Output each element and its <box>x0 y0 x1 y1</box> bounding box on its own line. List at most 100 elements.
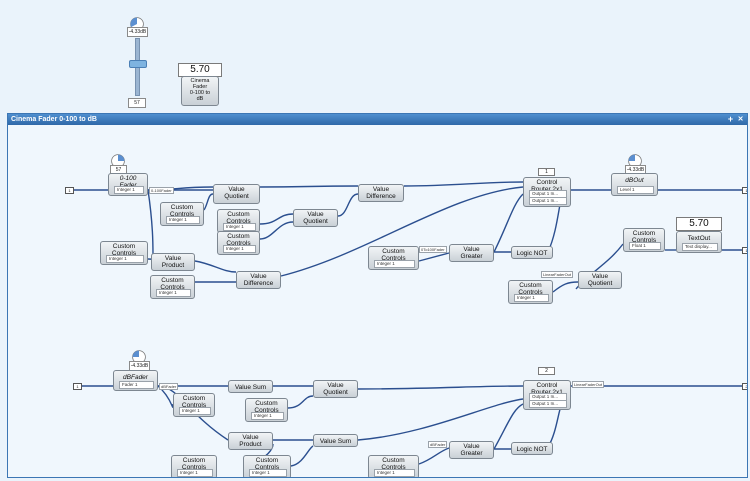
value-difference-1[interactable]: Value Difference <box>358 184 404 202</box>
custom-controls-12[interactable]: Custom Controls Integer 1 <box>243 455 291 477</box>
router-port-2: Output 1 In... <box>529 197 567 205</box>
output-pin-3[interactable]: 2 <box>742 383 747 390</box>
fader-value: 57 <box>128 98 146 108</box>
custom-controls-5[interactable]: Custom Controls Integer 1 <box>150 275 195 299</box>
custom-controls-4[interactable]: Custom Controls Integer 1 <box>100 241 148 265</box>
dbfader-block[interactable]: dBFader Fader 1 <box>113 370 158 391</box>
cinema-fader-block[interactable]: Cinema Fader 0-100 to dB <box>181 76 219 106</box>
block-port: Integer 1 <box>249 469 287 477</box>
block-port: Integer 1 <box>251 412 284 420</box>
dbfader-out-tag: dBFader <box>159 383 179 390</box>
custom-controls-11[interactable]: Custom Controls Integer 1 <box>171 455 217 477</box>
block-title: Custom Controls <box>169 204 195 218</box>
value-sum-1[interactable]: Value Sum <box>228 380 273 393</box>
router-index-2: 2 <box>538 367 555 375</box>
block-port: Fader 1 <box>119 381 154 389</box>
block-title: Custom Controls <box>254 457 280 471</box>
cinema-fader-window: Cinema Fader 0-100 to dB + ✕ <box>7 113 748 478</box>
block-port: Integer 1 <box>179 407 211 415</box>
custom-controls-1[interactable]: Custom Controls Integer 1 <box>160 202 204 226</box>
block-port: Float 1 <box>629 242 661 250</box>
fader-thumb[interactable] <box>129 60 147 68</box>
custom-controls-3[interactable]: Custom Controls Integer 1 <box>217 231 260 255</box>
block-port: Integer 1 <box>156 289 191 297</box>
block-title: Custom Controls <box>631 230 657 244</box>
block-title: Custom Controls <box>111 243 137 257</box>
block-title: Value Sum <box>319 438 352 445</box>
block-title: dBFader <box>123 374 148 381</box>
control-router-2[interactable]: Control Router 2x1 Output 1 In... Output… <box>523 380 571 410</box>
block-title: Value Difference <box>243 273 274 287</box>
custom-controls-2[interactable]: Custom Controls Integer 1 <box>217 209 260 233</box>
top-display: 5.70 <box>178 63 222 77</box>
value-product-2[interactable]: Value Product <box>228 432 273 450</box>
block-port: Integer 1 <box>223 245 256 253</box>
block-title: Custom Controls <box>226 211 251 225</box>
control-router-1[interactable]: Control Router 2x1 Output 1 In... Output… <box>523 177 571 207</box>
output-pin-2[interactable]: 1 <box>742 247 747 254</box>
block-title: Custom Controls <box>381 457 406 471</box>
custom-controls-10[interactable]: Custom Controls Integer 1 <box>245 398 288 422</box>
block-title: Value Greater <box>460 246 483 260</box>
router-out-tag: LinearFaderOut <box>572 381 605 388</box>
block-title: Value Quotient <box>224 186 249 200</box>
block-title: Custom Controls <box>381 248 406 262</box>
block-title: Custom Controls <box>226 233 251 247</box>
output-pin-1[interactable]: 1 <box>742 187 747 194</box>
value-greater-2-in-tag: dBFader <box>428 441 448 448</box>
block-port: Text display... <box>682 243 718 251</box>
value-product-1[interactable]: Value Product <box>151 253 195 271</box>
custom-controls-6[interactable]: Custom Controls Integer 1 <box>368 246 419 270</box>
block-title: Cinema Fader 0-100 to dB <box>189 78 211 102</box>
custom-controls-13[interactable]: Custom Controls Integer 1 <box>368 455 419 477</box>
block-port: Integer 1 <box>106 255 144 263</box>
block-title: Custom Controls <box>181 457 207 471</box>
block-port: Integer 1 <box>177 469 213 477</box>
block-title: Logic NOT <box>516 250 548 257</box>
window-title-bar[interactable]: Cinema Fader 0-100 to dB + ✕ <box>8 114 747 125</box>
router-port-2: Output 1 In... <box>529 400 567 408</box>
block-port: Integer 1 <box>514 294 549 302</box>
fader-0-100-block[interactable]: 0-100 Fader Integer 1 <box>108 173 148 196</box>
value-greater-2[interactable]: Value Greater <box>449 441 494 459</box>
value-quotient-2[interactable]: Value Quotient <box>293 209 338 227</box>
value-quotient-4[interactable]: Value Quotient <box>313 380 358 398</box>
block-title: dBOut <box>625 177 644 184</box>
block-title: Control Router 2x1 <box>531 382 563 396</box>
block-title: Custom Controls <box>160 277 185 291</box>
textout-block[interactable]: TextOut Text display... <box>676 231 722 253</box>
logic-not-1[interactable]: Logic NOT <box>511 246 553 259</box>
block-port: Integer 1 <box>223 223 256 231</box>
block-port: Integer 1 <box>166 216 200 224</box>
block-title: Value Product <box>161 255 185 269</box>
close-icon[interactable]: ✕ <box>737 116 744 123</box>
custom-controls-8[interactable]: Custom Controls Integer 1 <box>508 280 553 304</box>
block-title: Value Quotient <box>587 273 613 287</box>
add-icon[interactable]: + <box>727 114 734 124</box>
block-title: 0-100 Fader <box>119 175 137 189</box>
block-title: Value Greater <box>460 443 483 457</box>
logic-not-2[interactable]: Logic NOT <box>511 442 553 455</box>
value-difference-2[interactable]: Value Difference <box>236 271 281 289</box>
input-pin-2[interactable]: 1 <box>73 383 82 390</box>
custom-controls-9[interactable]: Custom Controls Integer 1 <box>173 393 215 417</box>
value-quotient-1[interactable]: Value Quotient <box>213 184 260 204</box>
dbout-block[interactable]: dBOut Level 1 <box>611 173 658 196</box>
router-index-1: 1 <box>538 168 555 176</box>
textout-display: 5.70 <box>676 217 722 231</box>
fader-knob-value: -4.33dB <box>127 27 148 37</box>
block-title: Custom Controls <box>518 282 543 296</box>
value-greater-1[interactable]: Value Greater <box>449 244 494 262</box>
dbout-knob-icon[interactable] <box>628 154 642 168</box>
custom-controls-7[interactable]: Custom Controls Float 1 <box>623 228 665 252</box>
value-quotient-3[interactable]: Value Quotient <box>578 271 622 289</box>
block-title: Value Quotient <box>303 211 328 225</box>
linear-fader-out-tag: LinearFaderOut <box>541 271 574 278</box>
block-port: Integer 1 <box>114 186 144 194</box>
block-title: Value Quotient <box>323 382 348 396</box>
value-sum-2[interactable]: Value Sum <box>313 434 358 447</box>
input-pin-1[interactable]: 1 <box>65 187 74 194</box>
block-title: Custom Controls <box>181 395 207 409</box>
value-greater-in-tag: 0To100Fader <box>419 246 447 253</box>
block-port: Level 1 <box>617 186 654 194</box>
